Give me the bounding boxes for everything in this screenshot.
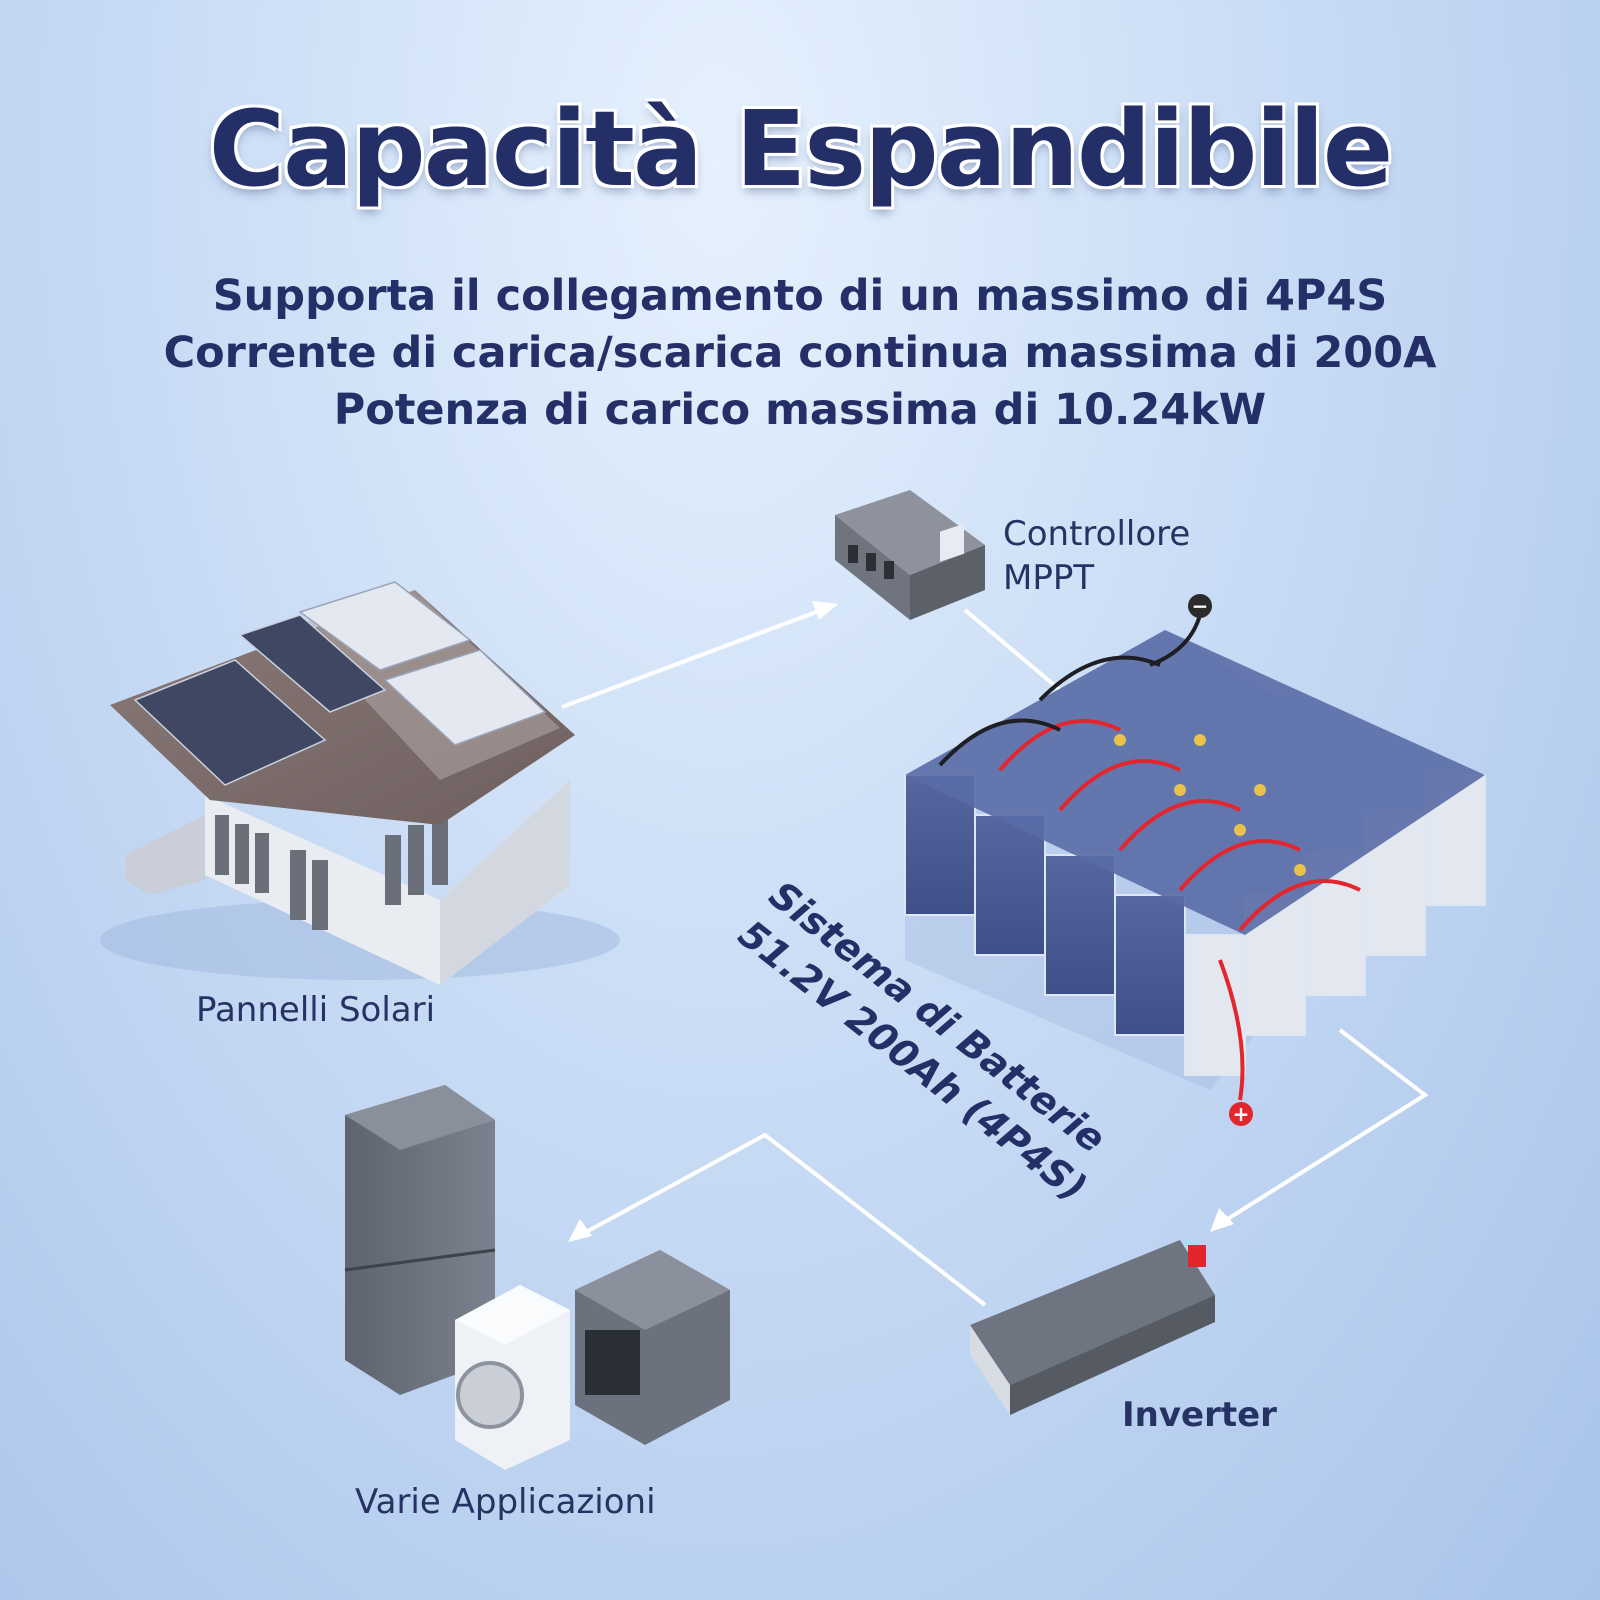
mppt-label-line1: Controllore [1003, 514, 1191, 554]
inverter-illustration [970, 1240, 1215, 1415]
battery-bank-illustration: − + [904, 594, 1486, 1126]
arrow-to-mppt-icon [812, 601, 838, 620]
appliances-illustration [344, 1085, 730, 1470]
solar-panel-array-right [298, 581, 547, 746]
negative-terminal-symbol: − [1192, 594, 1209, 618]
flow-battery-to-inverter [1216, 1028, 1429, 1227]
flow-inverter-to-appliances [574, 1132, 987, 1307]
mppt-label-line2: MPPT [1003, 558, 1095, 598]
inverter-label: Inverter [1122, 1395, 1277, 1435]
flow-arrows [568, 601, 1234, 1242]
positive-terminal-symbol: + [1233, 1102, 1250, 1126]
feature-list: Supporta il collegamento di un massimo d… [0, 268, 1600, 439]
feature-line-power: Potenza di carico massima di 10.24kW [333, 385, 1267, 435]
mppt-controller-illustration [835, 490, 985, 620]
flow-solar-to-mppt [561, 603, 836, 709]
flow-mppt-to-battery [963, 608, 1062, 692]
mppt-label: Controllore MPPT [1003, 512, 1190, 600]
house-illustration [100, 581, 620, 985]
arrow-to-inverter-icon [1210, 1208, 1234, 1232]
feature-line-current: Corrente di carica/scarica continua mass… [163, 328, 1437, 378]
appliances-label: Varie Applicazioni [355, 1482, 656, 1522]
feature-line-config: Supporta il collegamento di un massimo d… [212, 271, 1388, 321]
solar-panel-array-left [133, 614, 387, 786]
page-title: Capacità Espandibile [208, 88, 1394, 210]
negative-terminal-icon [1188, 594, 1212, 618]
solar-panels-label: Pannelli Solari [196, 990, 436, 1030]
arrow-to-appliances-icon [568, 1219, 592, 1242]
positive-terminal-icon [1229, 1102, 1253, 1126]
flow-lines [561, 603, 1429, 1307]
